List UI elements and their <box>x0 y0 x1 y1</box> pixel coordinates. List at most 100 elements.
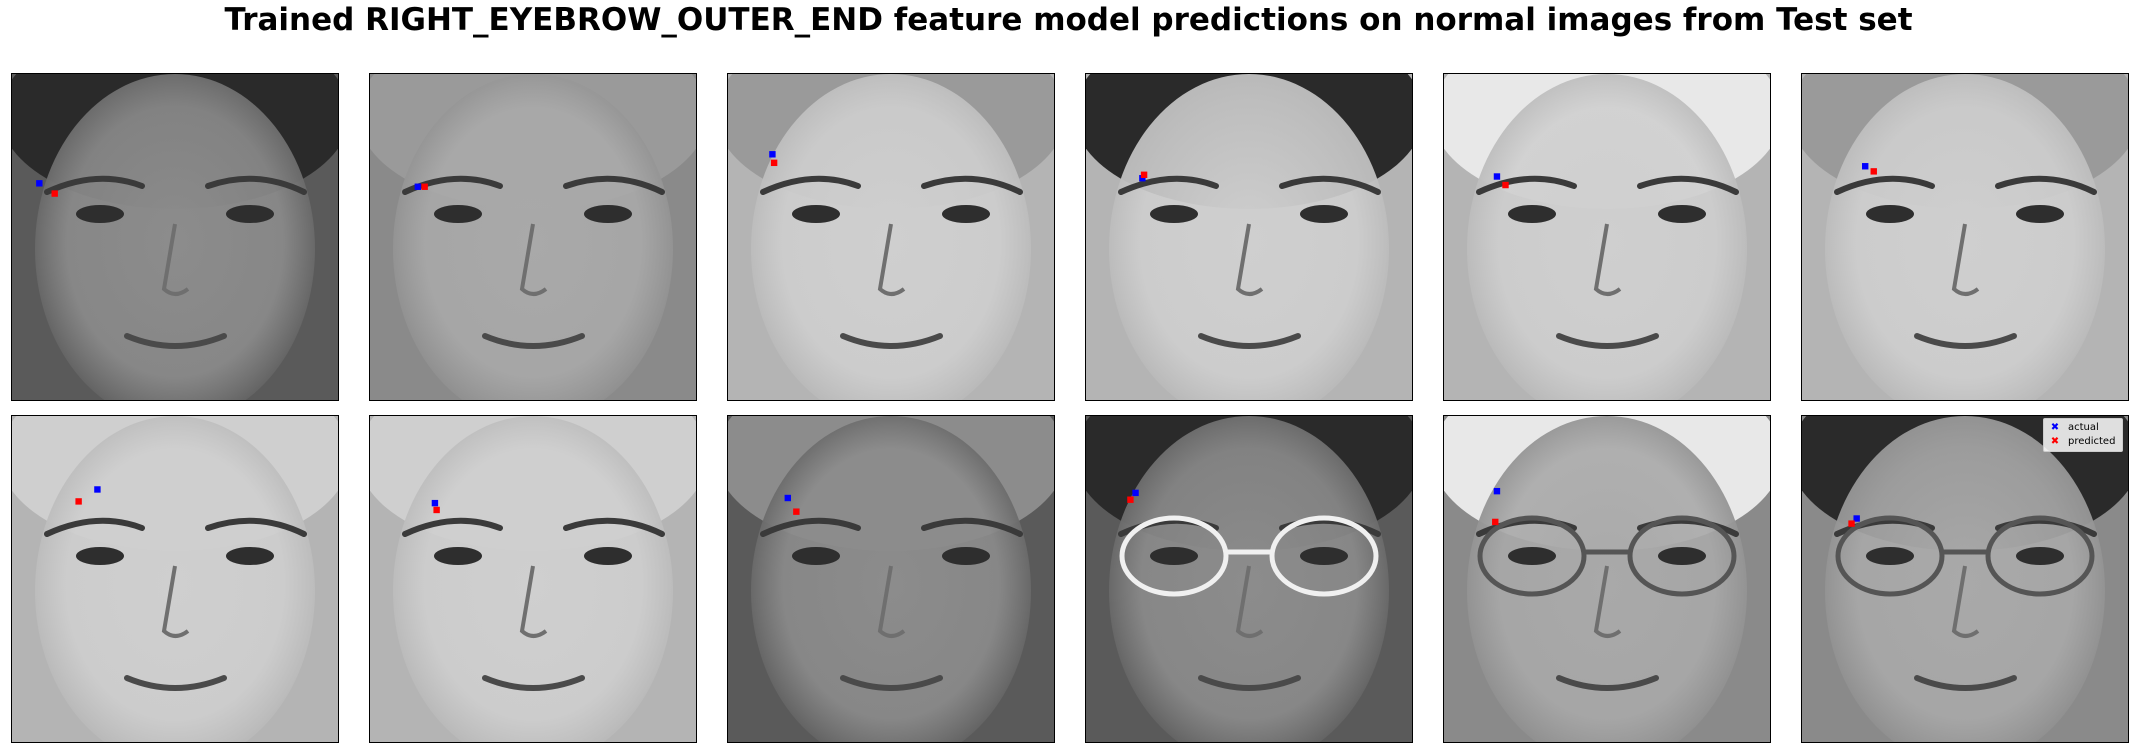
predicted-keypoint-marker <box>1848 520 1855 527</box>
eye-right <box>1150 205 1198 223</box>
eyebrow-left <box>205 517 307 537</box>
face-panel <box>727 415 1055 743</box>
eye-right <box>76 547 124 565</box>
face <box>1825 74 2105 400</box>
nose <box>1951 223 1980 296</box>
eye-left <box>584 205 632 223</box>
nose <box>519 223 548 296</box>
face <box>1109 74 1389 400</box>
nose <box>1593 223 1622 296</box>
glasses-lens-right <box>1119 515 1229 597</box>
nose <box>519 565 548 638</box>
nose <box>161 565 190 638</box>
eyebrow-left <box>205 175 307 195</box>
mouth <box>1556 675 1659 691</box>
eyebrow-left <box>1279 175 1381 195</box>
face <box>1109 416 1389 742</box>
mouth <box>124 675 227 691</box>
eyebrow-right <box>760 175 861 195</box>
actual-keypoint-marker <box>1132 489 1139 497</box>
actual-keypoint-marker <box>769 151 776 158</box>
actual-marker-icon: ✖ <box>2050 422 2060 433</box>
glasses-lens-left <box>1985 515 2095 597</box>
legend: ✖ actual ✖ predicted <box>2043 418 2123 452</box>
legend-entry-predicted: ✖ predicted <box>2048 435 2118 449</box>
eyebrow-left <box>1637 175 1739 195</box>
predicted-keypoint-marker <box>1140 171 1148 178</box>
predicted-keypoint-marker <box>421 183 428 190</box>
face-panel <box>1085 415 1413 743</box>
eyebrow-left <box>921 517 1023 537</box>
actual-keypoint-marker <box>431 499 439 507</box>
face <box>751 416 1031 742</box>
predicted-marker-icon: ✖ <box>2050 436 2060 447</box>
glasses-lens-left <box>1627 515 1737 597</box>
eye-left <box>226 205 274 223</box>
face <box>1467 416 1747 742</box>
predicted-keypoint-marker <box>793 508 800 515</box>
glasses-lens-right <box>1835 515 1945 597</box>
eyebrow-left <box>921 175 1023 195</box>
glasses-lens-right <box>1477 515 1587 597</box>
mouth <box>1198 333 1301 349</box>
face <box>1825 416 2105 742</box>
mouth <box>124 333 227 349</box>
eye-left <box>1300 205 1348 223</box>
legend-label-predicted: predicted <box>2068 436 2116 447</box>
face <box>35 416 315 742</box>
eye-right <box>434 205 482 223</box>
face-panel <box>1085 73 1413 401</box>
eye-left <box>226 547 274 565</box>
face <box>393 74 673 400</box>
predicted-keypoint-marker <box>75 498 82 505</box>
face-panel <box>1801 415 2129 743</box>
mouth <box>840 333 943 349</box>
nose <box>1593 565 1622 638</box>
mouth <box>1556 333 1659 349</box>
eyebrow-right <box>1834 175 1935 195</box>
legend-entry-actual: ✖ actual <box>2048 421 2118 435</box>
eye-right <box>1866 205 1914 223</box>
eye-left <box>1658 547 1706 565</box>
eye-left <box>942 205 990 223</box>
eyebrow-right <box>1118 175 1219 195</box>
eyebrow-left <box>1995 175 2097 195</box>
predicted-keypoint-marker <box>1127 496 1134 503</box>
eyebrow-right <box>402 517 503 537</box>
eyebrow-right <box>760 517 861 537</box>
face-panel <box>369 415 697 743</box>
predicted-keypoint-marker <box>770 159 778 167</box>
face-panel <box>1443 415 1771 743</box>
mouth <box>482 675 585 691</box>
face <box>393 416 673 742</box>
face-panel <box>11 73 339 401</box>
eye-right <box>1508 547 1556 565</box>
actual-keypoint-marker <box>414 183 422 190</box>
eyebrow-left <box>563 517 665 537</box>
mouth <box>482 333 585 349</box>
predicted-keypoint-marker <box>51 190 58 197</box>
eye-right <box>792 547 840 565</box>
face-panel <box>11 415 339 743</box>
actual-keypoint-marker <box>1862 163 1869 170</box>
face <box>751 74 1031 400</box>
face-panel <box>369 73 697 401</box>
nose <box>1235 223 1264 296</box>
eye-left <box>584 547 632 565</box>
actual-keypoint-marker <box>1139 175 1146 182</box>
mouth <box>1914 333 2017 349</box>
eye-left <box>2016 205 2064 223</box>
actual-keypoint-marker <box>1493 487 1501 495</box>
face-panel <box>1443 73 1771 401</box>
mouth <box>1198 675 1301 691</box>
face-panel <box>727 73 1055 401</box>
eyebrow-right <box>44 517 145 537</box>
nose <box>1235 565 1264 638</box>
eye-left <box>1658 205 1706 223</box>
figure-title: Trained RIGHT_EYEBROW_OUTER_END feature … <box>224 2 1913 38</box>
nose <box>1951 565 1980 638</box>
eye-right <box>1508 205 1556 223</box>
eye-right <box>1866 547 1914 565</box>
actual-keypoint-marker <box>784 494 791 502</box>
